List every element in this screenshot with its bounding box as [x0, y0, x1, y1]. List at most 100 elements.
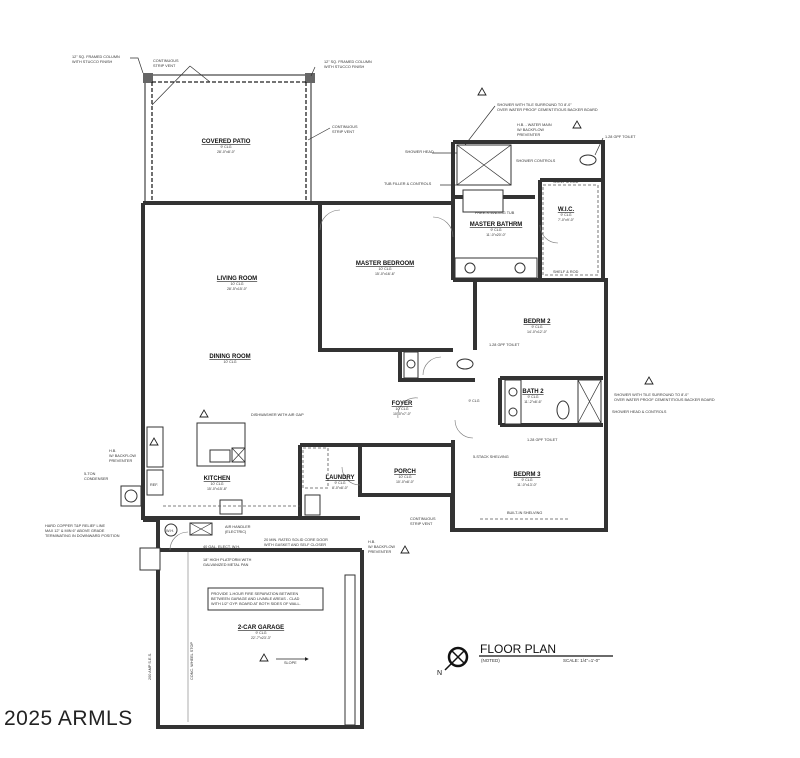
north-arrow-icon: [447, 646, 469, 668]
room-bedroom-2: BEDRM 2: [523, 319, 551, 325]
master-toilet: [579, 154, 597, 166]
svg-text:PREVENTER: PREVENTER: [368, 550, 391, 554]
svg-text:STRIP VENT: STRIP VENT: [332, 130, 355, 134]
svg-text:9' CLG: 9' CLG: [531, 325, 542, 329]
sink: [209, 449, 231, 463]
svg-text:10' CLG: 10' CLG: [223, 360, 236, 364]
svg-text:12" SQ. FRAMED COLUMN: 12" SQ. FRAMED COLUMN: [324, 60, 372, 64]
svg-text:WITH GASKET AND SELF CLOSER: WITH GASKET AND SELF CLOSER: [264, 543, 326, 547]
svg-text:TUB FILLER & CONTROLS: TUB FILLER & CONTROLS: [384, 182, 432, 186]
svg-text:BUILT-IN SHELVING: BUILT-IN SHELVING: [507, 511, 542, 515]
svg-text:OVER WATER PROOF CEMENTITIOUS: OVER WATER PROOF CEMENTITIOUS BACKER BOA…: [497, 108, 598, 112]
room-bath-2: BATH 2: [522, 389, 544, 395]
svg-text:N: N: [437, 670, 442, 677]
room-master-bath: MASTER BATHRM: [470, 222, 523, 228]
svg-text:CONDENSER: CONDENSER: [84, 477, 109, 481]
svg-text:W/ BACKFLOW: W/ BACKFLOW: [368, 545, 395, 549]
svg-text:PREVENTER: PREVENTER: [517, 133, 540, 137]
svg-text:10' CLG: 10' CLG: [230, 282, 243, 286]
svg-text:(ELECTRIC): (ELECTRIC): [225, 530, 247, 534]
svg-text:9' CLG: 9' CLG: [468, 399, 479, 403]
master-vanity: [454, 257, 538, 279]
svg-text:CONC. WHEEL STOP: CONC. WHEEL STOP: [190, 642, 194, 680]
svg-text:SHELF & ROD: SHELF & ROD: [553, 180, 579, 184]
svg-text:1.28 GPF TOILET: 1.28 GPF TOILET: [605, 135, 636, 139]
svg-text:STRIP VENT: STRIP VENT: [153, 64, 176, 68]
svg-text:GALVANIZED METAL PAN: GALVANIZED METAL PAN: [203, 563, 249, 567]
svg-text:CONTINUOUS: CONTINUOUS: [410, 517, 436, 521]
svg-text:22'-7"x23'-3": 22'-7"x23'-3": [251, 636, 272, 640]
revision-triangles: [149, 87, 654, 662]
covered-patio: [143, 73, 315, 204]
svg-text:15'-0"x16'-6": 15'-0"x16'-6": [375, 272, 396, 276]
room-garage: 2-CAR GARAGE: [238, 625, 284, 631]
svg-text:PREVENTER: PREVENTER: [109, 459, 132, 463]
column-right: [305, 73, 315, 83]
svg-text:9' CLG: 9' CLG: [521, 478, 532, 482]
svg-text:SHOWER HEAD: SHOWER HEAD: [405, 150, 434, 154]
refrigerator: [146, 469, 164, 496]
exterior-walls: [141, 140, 608, 729]
svg-text:SCALE: 1/4"=1'-0": SCALE: 1/4"=1'-0": [563, 658, 600, 663]
hall-toilet: [456, 358, 474, 370]
svg-text:7'-0"x9'-0": 7'-0"x9'-0": [558, 218, 575, 222]
svg-text:9' CLG: 9' CLG: [527, 395, 538, 399]
svg-text:9' CLG: 9' CLG: [560, 213, 571, 217]
watermark: 2025 ARMLS: [4, 707, 133, 730]
svg-text:MAX 12" & MIN 6" ABOVE GRADE: MAX 12" & MIN 6" ABOVE GRADE: [45, 529, 105, 533]
room-wic: W.I.C.: [558, 207, 575, 213]
door-swings: [169, 209, 559, 551]
room-labels: COVERED PATIO 9' CLG 28'-0"x8'-0" LIVING…: [202, 139, 575, 640]
svg-text:HARD COPPER T&P RELIEF LINE: HARD COPPER T&P RELIEF LINE: [45, 524, 105, 528]
svg-text:8'-0"x8'-0": 8'-0"x8'-0": [332, 486, 349, 490]
svg-text:W/ BACKFLOW: W/ BACKFLOW: [517, 128, 544, 132]
svg-text:W.H.: W.H.: [166, 529, 174, 533]
svg-text:H.B.: H.B.: [109, 449, 116, 453]
room-living: LIVING ROOM: [217, 276, 257, 282]
svg-text:REF.: REF.: [150, 483, 158, 487]
svg-text:9' CLG: 9' CLG: [490, 228, 501, 232]
panel: [139, 547, 161, 571]
svg-text:5-STACK SHELVING: 5-STACK SHELVING: [473, 455, 509, 459]
free-standing-tub: [462, 189, 504, 213]
svg-text:AIR HANDLER: AIR HANDLER: [225, 525, 251, 529]
svg-text:W/ BACKFLOW: W/ BACKFLOW: [109, 454, 136, 458]
svg-text:1.28 GPF TOILET: 1.28 GPF TOILET: [489, 343, 520, 347]
svg-text:TERMINATING IN DOWNWARD POSITI: TERMINATING IN DOWNWARD POSITION: [45, 534, 120, 538]
svg-text:11'-2"x8'-6": 11'-2"x8'-6": [524, 400, 543, 404]
svg-text:15'-0"x15'-8": 15'-0"x15'-8": [207, 487, 228, 491]
svg-text:9' CLG: 9' CLG: [220, 145, 231, 149]
svg-text:SHOWER WITH TILE SURROUND TO 8: SHOWER WITH TILE SURROUND TO 8'-0": [614, 393, 689, 397]
svg-text:FREE-STANDING TUB: FREE-STANDING TUB: [475, 211, 515, 215]
svg-text:5-TON: 5-TON: [84, 472, 96, 476]
svg-text:10'-0"x8'-0": 10'-0"x8'-0": [396, 480, 415, 484]
svg-text:CONTINUOUS: CONTINUOUS: [153, 59, 179, 63]
wic-shelf: [542, 184, 599, 276]
svg-text:11'-0"x13'-0": 11'-0"x13'-0": [517, 483, 538, 487]
drawing-title: FLOOR PLAN: [480, 642, 556, 656]
svg-text:STRIP VENT: STRIP VENT: [410, 522, 433, 526]
bath2-toilet: [556, 400, 570, 420]
washer-dryer: [302, 447, 329, 489]
svg-text:9' CLG: 9' CLG: [255, 631, 266, 635]
svg-text:28'-5"x15'-0": 28'-5"x15'-0": [227, 287, 248, 291]
room-laundry: LAUNDRY: [325, 475, 354, 481]
svg-text:SHOWER WITH TILE SURROUND TO 8: SHOWER WITH TILE SURROUND TO 8'-0": [497, 103, 572, 107]
svg-text:200 AMP S.E.S.: 200 AMP S.E.S.: [148, 653, 152, 680]
column-left: [143, 73, 153, 83]
svg-text:10' CLG: 10' CLG: [378, 267, 391, 271]
svg-text:10' CLG: 10' CLG: [398, 475, 411, 479]
fire-separation-box: [207, 587, 324, 611]
room-porch: PORCH: [394, 469, 416, 475]
svg-text:10' CLG: 10' CLG: [210, 482, 223, 486]
bath2-vanity: [504, 379, 522, 425]
svg-text:WITH STUCCO FINISH: WITH STUCCO FINISH: [72, 60, 113, 64]
svg-text:SLOPE: SLOPE: [284, 661, 297, 665]
svg-text:OVER WATER PROOF CEMENTITIOUS: OVER WATER PROOF CEMENTITIOUS BACKER BOA…: [614, 398, 715, 402]
svg-text:9' CLG: 9' CLG: [334, 481, 345, 485]
water-heater: [164, 523, 178, 537]
room-foyer: FOYER: [392, 401, 413, 407]
svg-text:1.28 GPF TOILET: 1.28 GPF TOILET: [527, 438, 558, 442]
svg-text:DISHWASHER WITH AIR GAP: DISHWASHER WITH AIR GAP: [251, 413, 304, 417]
room-kitchen: KITCHEN: [204, 476, 231, 482]
